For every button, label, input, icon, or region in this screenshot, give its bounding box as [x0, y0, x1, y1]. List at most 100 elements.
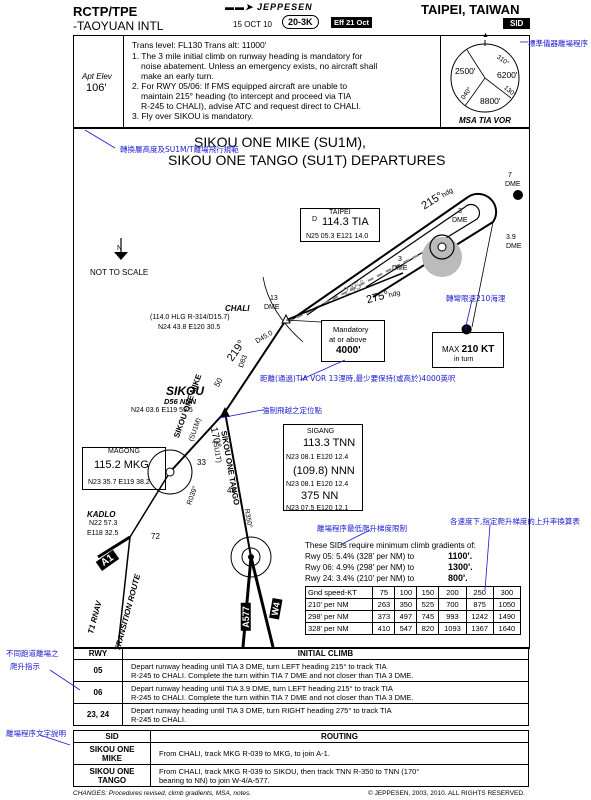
- procedure-title-2: SIKOU ONE TANGO (SU1T) DEPARTURES: [168, 152, 446, 168]
- dme7-label: DME: [505, 181, 521, 188]
- chali-coord: N24 43.8 E120 30.5: [158, 324, 221, 331]
- sid-line-1: SIKOU ONE: [89, 766, 135, 776]
- msa-alt-3: 8800': [480, 96, 501, 106]
- annotation-fix: 強制飛越之定位點: [262, 406, 322, 415]
- chali-name: CHALI: [225, 304, 250, 313]
- note-2-line3: R-245 to CHALI), advise ATC and request …: [141, 101, 361, 111]
- gradient-intro: These SIDs require minimum climb gradien…: [305, 541, 476, 550]
- chart-date: 15 OCT 10: [233, 20, 272, 29]
- note-3: 3. Fly over SIKOU is mandatory.: [132, 111, 254, 121]
- mandatory-line3: 4000': [336, 345, 361, 356]
- taipei-label: TAIPEI: [329, 209, 351, 216]
- gradient-rwy05-alt: 1100'.: [448, 551, 473, 561]
- dme3-turn-value: 3: [458, 208, 462, 215]
- sid-line-2: MIKE: [102, 753, 122, 763]
- airport-name: -TAOYUAN INTL: [73, 19, 164, 33]
- routing-line-1: From CHALI, track MKG R-039 to SIKOU, th…: [159, 766, 420, 776]
- climb-line-1: Depart runway heading until TIA 3 DME, t…: [131, 705, 392, 715]
- table-cell: 328' per NM: [304, 622, 374, 635]
- climb-line-2: R-245 to CHALI. Complete the turn within…: [131, 670, 414, 680]
- annotation-rwy-1: 不同跑道離場之: [6, 649, 59, 658]
- routing-instruction: From CHALI, track MKG R-039 to SIKOU, th…: [150, 764, 529, 787]
- msa-alt-1: 2500': [455, 66, 476, 76]
- distance-72: 72: [151, 532, 160, 541]
- sikou-name: SIKOU: [166, 384, 205, 398]
- magong-vor-box: [82, 447, 166, 490]
- sid-line-1: SIKOU ONE: [89, 744, 135, 754]
- table-row: 23, 24 Depart runway heading until TIA 3…: [73, 703, 529, 726]
- route-plan-view: [97, 190, 523, 647]
- note-1-line3: make an early turn.: [141, 71, 214, 81]
- sigang-coord: N23 08.1 E120 12.4: [286, 454, 349, 461]
- magong-freq: 115.2 MKG: [94, 459, 149, 471]
- table-cell: 298' per NM: [304, 610, 374, 623]
- note-1-line2: noise abatement. Unless an emergency exi…: [141, 61, 378, 71]
- speed-limit-line3: in turn: [454, 356, 474, 363]
- taipei-freq: 114.3 TIA: [322, 216, 369, 228]
- climb-line-1: Depart runway heading until TIA 3 DME, t…: [131, 661, 387, 671]
- sikou-dme: D56 NNN: [164, 397, 197, 406]
- speed-limit-box: [432, 332, 504, 368]
- sikou-coord: N24 03.6 E119 59.5: [131, 407, 193, 414]
- gradient-rwy06: Rwy 06: 4.9% (298' per NM) to: [305, 563, 415, 572]
- trans-level: Trans level: FL130 Trans alt: 11000': [132, 40, 267, 50]
- speed-limit-line1: MAX 210 KT: [442, 344, 494, 355]
- dme3-turn-label: DME: [452, 217, 468, 224]
- msa-diagram: [450, 40, 520, 113]
- annotation-trans: 轉換層高度及SU1M/T離場飛行規範: [120, 145, 239, 154]
- routing-line-2: bearing to NN) to join W-4/A-577.: [159, 775, 270, 785]
- procedure-title-1: SIKOU ONE MIKE (SU1M),: [194, 134, 366, 150]
- table-row: 298' per NM 373 497 745 993 1242 1490: [304, 610, 522, 623]
- sigang-dme-chan: (109.8) NNN: [293, 465, 355, 477]
- annotation-speed: 轉彎限速210海浬: [446, 294, 506, 303]
- gradient-rwy06-alt: 1300'.: [448, 562, 473, 572]
- table-row: 06 Depart runway heading until TIA 3.9 D…: [73, 681, 529, 704]
- dme13-label: DME: [264, 304, 280, 311]
- distance-33: 33: [197, 458, 206, 467]
- speed-limit-value: 210 KT: [461, 344, 495, 355]
- chart-type-badge: SID: [503, 18, 531, 29]
- taipei-dme-mark: D: [312, 216, 318, 223]
- dme3-label: DME: [392, 265, 408, 272]
- msa-north-icon: ▲: [482, 32, 489, 39]
- sid-line-2: TANGO: [97, 775, 127, 785]
- dme39-value: 3.9: [506, 234, 516, 241]
- chali-fix-ref: (114.0 HLG R-314/D15.7): [150, 314, 230, 321]
- brand-name: JEPPESEN: [257, 2, 313, 12]
- taipei-vor-box: [300, 208, 380, 242]
- climb-line-1: Depart runway heading until TIA 3.9 DME,…: [131, 683, 393, 693]
- kadlo-name: KADLO: [87, 510, 116, 519]
- taipei-coord: N25 05.3 E121 14.0: [306, 233, 369, 240]
- kadlo-coord-1: N22 57.3: [89, 520, 118, 527]
- annotation-rwy-2: 爬升指示: [10, 662, 40, 671]
- mandatory-line1: Mandatory: [333, 325, 369, 334]
- speed-limit-icon: ⬤: [461, 324, 473, 335]
- sigang-label: SIGANG: [307, 428, 335, 435]
- climb-instruction: Depart runway heading until TIA 3 DME, t…: [122, 703, 529, 726]
- annotation-table: 各速度下,指定爬升梯度的上升率換算表: [450, 517, 580, 526]
- note-2-line2: maintain 215° heading (to intercept and …: [141, 91, 352, 101]
- jeppesen-logo: ▬▬➤ JEPPESEN: [225, 2, 313, 13]
- table-cell: 1093: [438, 622, 467, 635]
- msa-alt-2: 6200': [497, 70, 518, 80]
- sigang-coord-2: N23 08.1 E120 12.4: [286, 481, 349, 488]
- copyright: © JEPPESEN, 2003, 2010. ALL RIGHTS RESER…: [368, 790, 525, 797]
- magong-label: MAGONG: [108, 448, 140, 455]
- msa-divider: [440, 35, 442, 127]
- annotation-alt: 距離(通過)TIA VOR 13浬時,最少要保持(或高於)4000英呎: [260, 374, 456, 383]
- sigang-vor-box: [283, 424, 363, 511]
- msa-label: MSA TIA VOR: [459, 116, 511, 125]
- table-header-row: Gnd speed-KT 75 100 150 200 250 300: [304, 586, 522, 599]
- dme3-value: 3: [398, 256, 402, 263]
- climb-line-2: R-245 to CHALI.: [131, 714, 187, 724]
- note-2: 2. For RWY 05/06: If FMS equipped aircra…: [132, 81, 348, 91]
- notes-box: [73, 35, 530, 129]
- initial-climb-header: RWY INITIAL CLIMB: [73, 647, 529, 660]
- gradient-rwy24-alt: 800'.: [448, 573, 468, 583]
- distance-46: 46: [227, 486, 236, 495]
- changes-note: CHANGES: Procedures revised, climb gradi…: [73, 790, 252, 797]
